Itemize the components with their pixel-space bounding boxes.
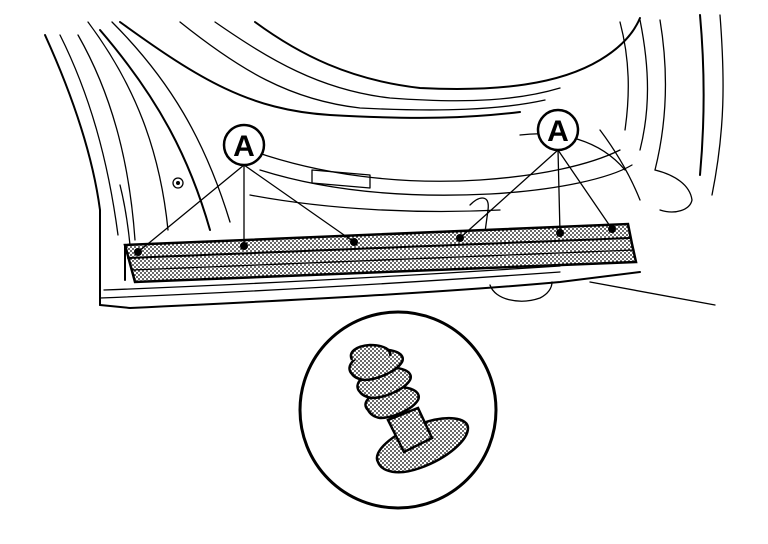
vehicle-body	[44, 14, 724, 309]
callout-a-left: A	[222, 123, 266, 167]
push-clip-icon	[348, 343, 470, 474]
callout-a-right: A	[536, 108, 580, 152]
sill-panel	[123, 222, 638, 284]
callout-label: A	[547, 115, 569, 148]
callout-label: A	[233, 130, 255, 163]
leader-lines	[137, 149, 613, 253]
clip-detail-inset	[298, 310, 498, 510]
